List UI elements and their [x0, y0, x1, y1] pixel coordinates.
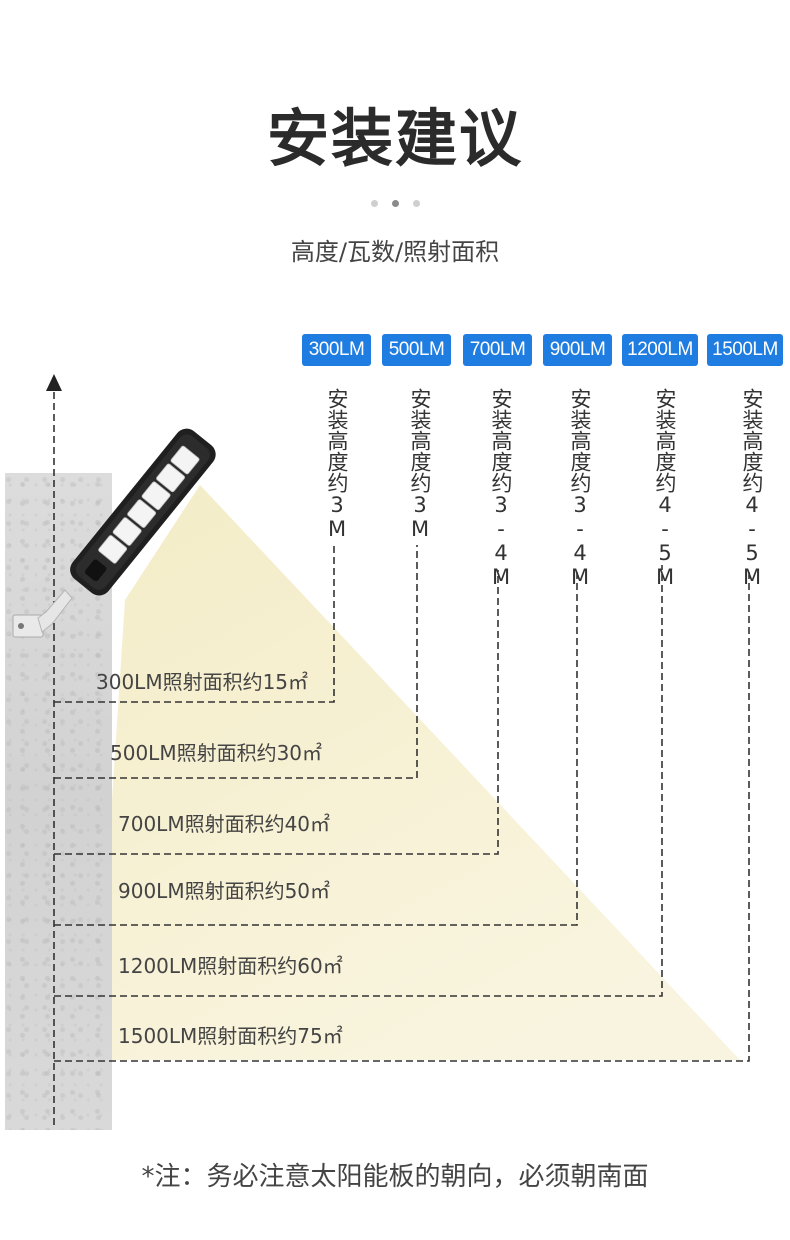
guide-line-1500lm: [54, 570, 750, 1062]
pagination-dots: [0, 200, 790, 207]
lumen-badge-1200lm: 1200LM: [622, 334, 698, 366]
lumen-badge-900lm: 900LM: [543, 334, 612, 366]
lumen-badge-700lm: 700LM: [463, 334, 532, 366]
guide-line-1200lm: [54, 565, 663, 997]
height-label-300lm: 安装高度约3M: [325, 388, 349, 541]
height-label-500lm: 安装高度约3M: [408, 388, 432, 541]
guide-line-700lm: [54, 570, 499, 855]
height-axis: [46, 374, 62, 1128]
installation-note: *注：务必注意太阳能板的朝向，必须朝南面: [141, 1162, 649, 1192]
lumen-badge-1500lm: 1500LM: [707, 334, 783, 366]
height-label-1200lm: 安装高度约4-5M: [653, 388, 677, 589]
subtitle: 高度/瓦数/照射面积: [290, 238, 500, 266]
area-label-900lm: 900LM照射面积约50㎡: [118, 879, 331, 903]
street-lamp-icon: [12, 428, 216, 638]
lumen-badge-300lm: 300LM: [302, 334, 371, 366]
dot: [370, 200, 378, 207]
guide-line-500lm: [54, 545, 418, 779]
area-label-1200lm: 1200LM照射面积约60㎡: [118, 954, 343, 978]
lumen-badge-500lm: 500LM: [382, 334, 451, 366]
area-label-1500lm: 1500LM照射面积约75㎡: [118, 1024, 343, 1048]
area-label-500lm: 500LM照射面积约30㎡: [110, 741, 323, 765]
area-label-300lm: 300LM照射面积约15㎡: [96, 670, 309, 694]
guide-line-300lm: [54, 545, 335, 703]
page-title: 安装建议: [266, 102, 523, 175]
area-label-700lm: 700LM照射面积约40㎡: [118, 812, 331, 836]
height-label-700lm: 安装高度约3-4M: [489, 388, 513, 589]
height-label-900lm: 安装高度约3-4M: [568, 388, 592, 589]
guide-line-900lm: [54, 570, 578, 926]
dot-active: [391, 200, 399, 207]
height-label-1500lm: 安装高度约4-5M: [740, 388, 764, 589]
dot: [412, 200, 420, 207]
